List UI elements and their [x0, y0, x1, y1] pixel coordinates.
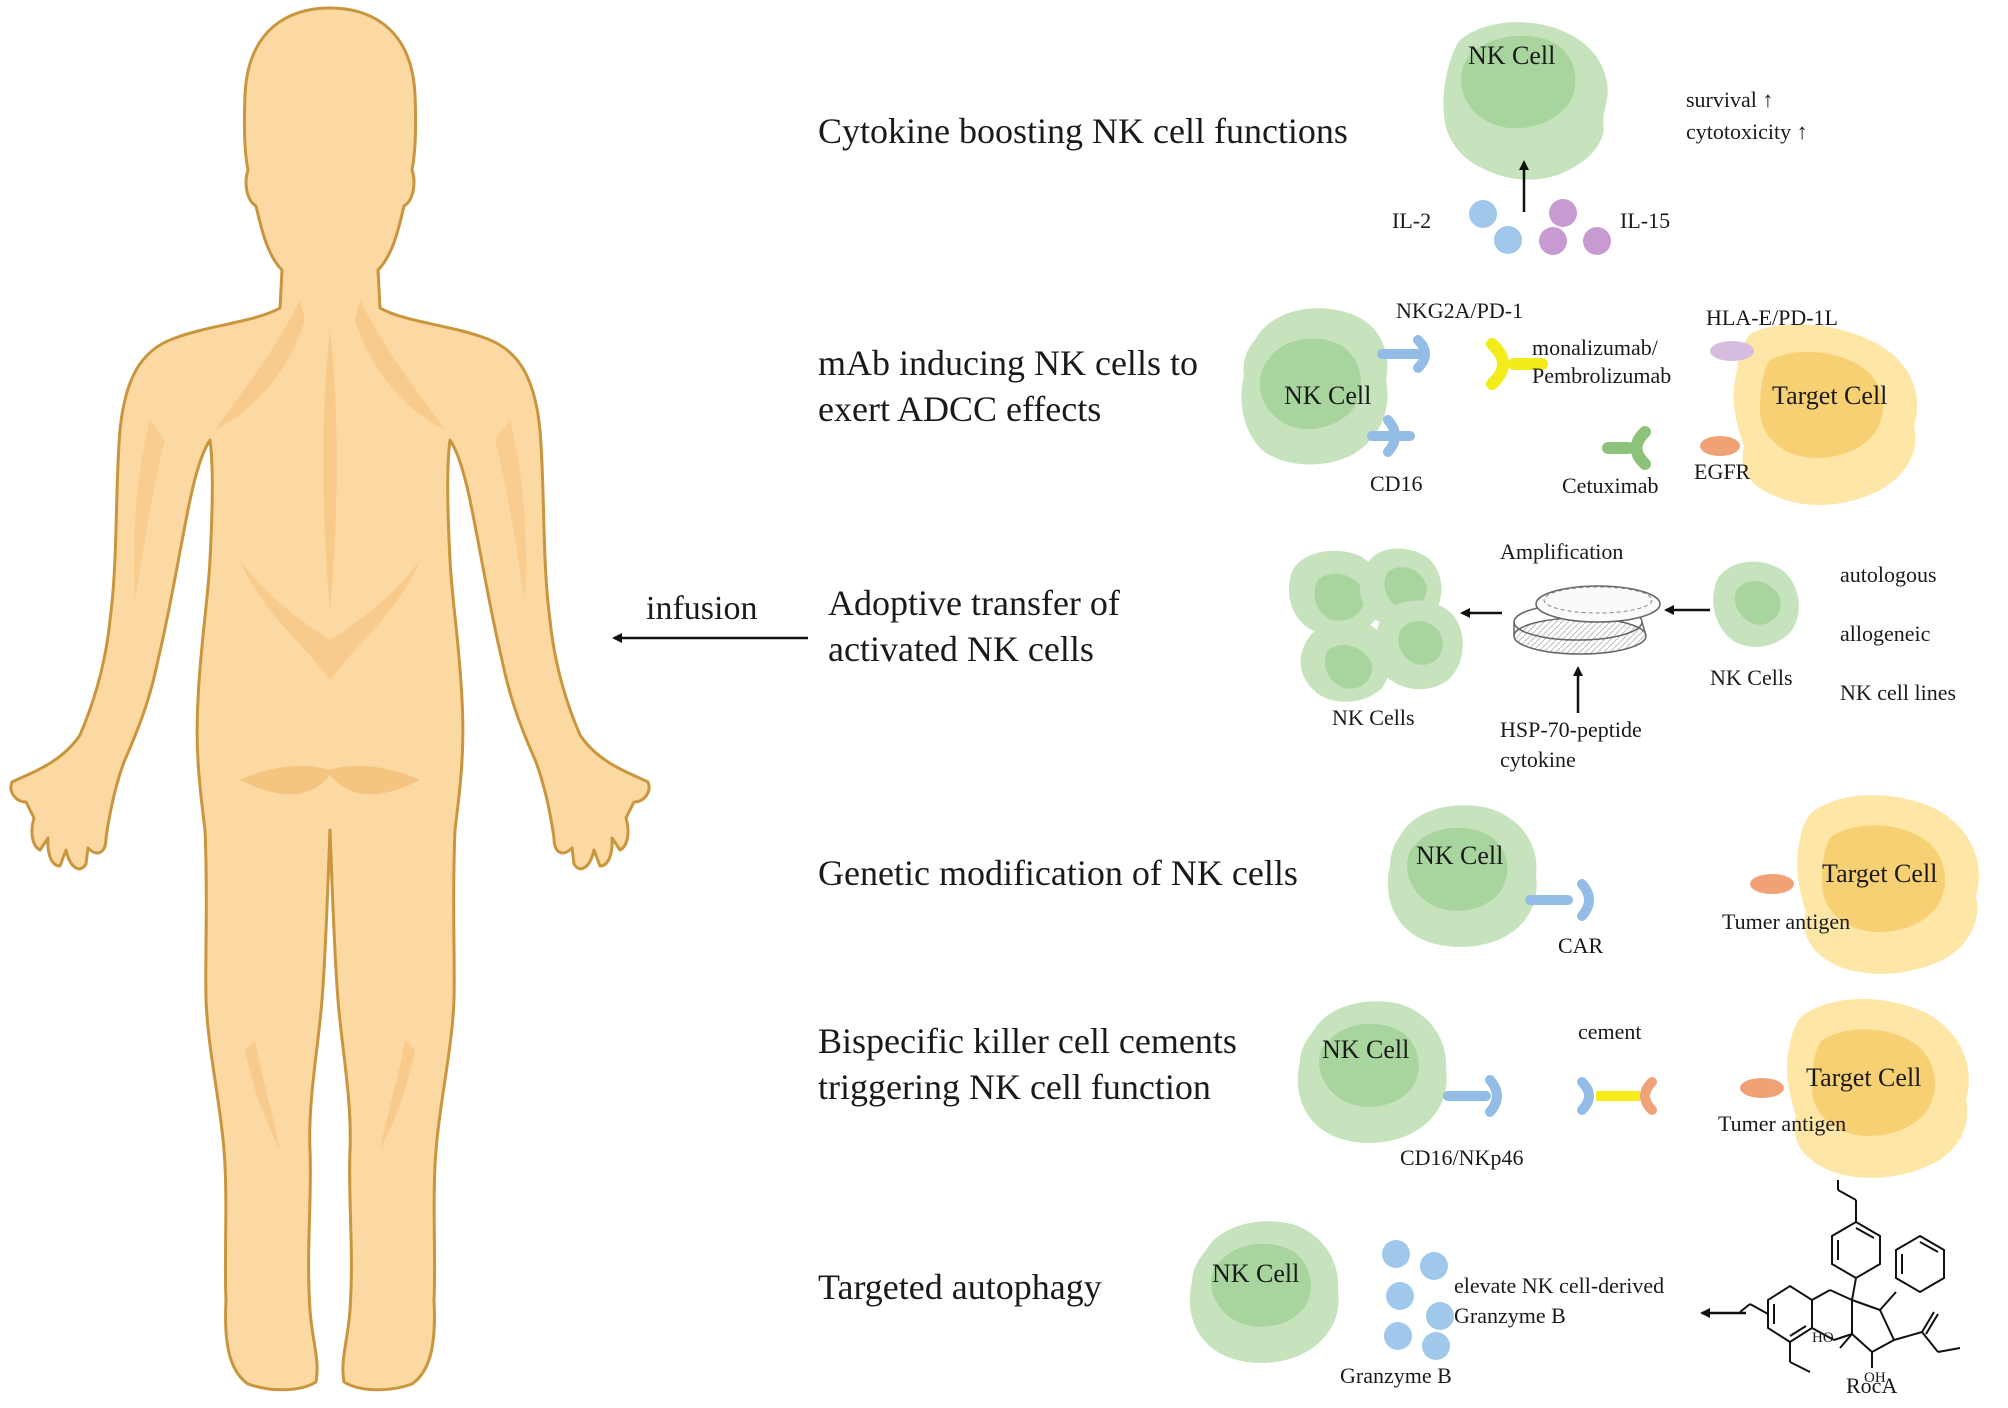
nk-cell-icon — [1443, 22, 1608, 180]
nk-cell-icon — [1297, 1001, 1447, 1143]
infusion-label: infusion — [646, 590, 758, 627]
petri-dish-icon — [1513, 585, 1661, 655]
source-allogeneic: allogeneic — [1840, 621, 1931, 646]
section-title-adoptive-line2: activated NK cells — [828, 629, 1094, 669]
source-nk-cell-lines: NK cell lines — [1840, 680, 1957, 705]
effect-survival: survival ↑ — [1686, 87, 1774, 112]
tumor-antigen-label: Tumer antigen — [1722, 909, 1851, 934]
antibody-icon — [1602, 426, 1651, 470]
nk-cell-icon — [1241, 308, 1388, 465]
granzyme-molecule — [1420, 1252, 1448, 1280]
nk-cell-icon — [1713, 561, 1799, 647]
il15-molecule — [1583, 227, 1611, 255]
amplification-label: Amplification — [1500, 539, 1624, 564]
granzyme-molecule — [1382, 1240, 1410, 1268]
nk-cell-label: NK Cell — [1212, 1259, 1300, 1288]
target-cell-icon — [1733, 324, 1918, 505]
car-label: CAR — [1558, 933, 1604, 958]
target-cell-icon — [1797, 794, 1979, 974]
ligand-hla-e — [1710, 341, 1754, 361]
section-title-adoptive-line1: Adoptive transfer of — [828, 583, 1120, 623]
stimulus-hsp70-label: HSP-70-peptide — [1500, 717, 1642, 742]
tumor-antigen-icon — [1750, 874, 1794, 894]
granzyme-label: Granzyme B — [1340, 1363, 1452, 1388]
receptor-cd16-nkp46-label: CD16/NKp46 — [1400, 1145, 1524, 1170]
car-receptor-icon — [1525, 879, 1594, 921]
roca-label: RocA — [1846, 1373, 1898, 1398]
effect-elevate-label: elevate NK cell-derived — [1454, 1273, 1665, 1298]
antibody-pembrolizumab-label: Pembrolizumab — [1532, 363, 1672, 388]
ligand-hla-e-label: HLA-E/PD-1L — [1706, 305, 1838, 330]
il15-label: IL-15 — [1620, 208, 1671, 233]
section-title-bispecific-line1: Bispecific killer cell cements — [818, 1021, 1237, 1061]
receptor-icon — [1443, 1075, 1502, 1117]
target-cell-label: Target Cell — [1772, 381, 1888, 410]
tumor-antigen-label: Tumer antigen — [1718, 1111, 1847, 1136]
receptor-icon — [1367, 415, 1415, 457]
roca-molecule-icon — [1739, 1180, 1961, 1373]
tumor-antigen-icon — [1740, 1078, 1784, 1098]
il15-molecule — [1539, 227, 1567, 255]
section-title-mab-line1: mAb inducing NK cells to — [818, 343, 1198, 383]
antibody-cetuximab-label: Cetuximab — [1562, 473, 1659, 498]
nk-cell-icon — [1387, 805, 1537, 947]
nk-cell-icon — [1189, 1221, 1339, 1363]
granzyme-molecule — [1426, 1302, 1454, 1330]
section-title-mab-line2: exert ADCC effects — [818, 389, 1102, 429]
section-title-autophagy: Targeted autophagy — [818, 1267, 1102, 1307]
nk-cell-label: NK Cell — [1468, 41, 1556, 70]
target-cell-label: Target Cell — [1822, 859, 1938, 888]
antibody-monalizumab-label: monalizumab/ — [1532, 335, 1658, 360]
granzyme-molecule — [1422, 1332, 1450, 1360]
stimulus-cytokine-label: cytokine — [1500, 747, 1576, 772]
expanded-nk-cells-label: NK Cells — [1332, 705, 1415, 730]
receptor-cd16-label: CD16 — [1370, 471, 1423, 496]
nk-cell-label: NK Cell — [1284, 381, 1372, 410]
antibody-icon — [1486, 338, 1548, 390]
il2-label: IL-2 — [1392, 208, 1432, 233]
receptor-icon — [1377, 335, 1430, 373]
source-autologous: autologous — [1840, 562, 1937, 587]
ligand-egfr — [1700, 436, 1740, 456]
il2-molecule — [1469, 200, 1497, 228]
granzyme-molecule — [1386, 1282, 1414, 1310]
section-title-cytokine: Cytokine boosting NK cell functions — [818, 111, 1348, 151]
effect-granzyme-label: Granzyme B — [1454, 1303, 1566, 1328]
section-title-genetic: Genetic modification of NK cells — [818, 853, 1298, 893]
nk-cell-label: NK Cell — [1416, 841, 1504, 870]
nk-cell-cluster — [1288, 548, 1463, 702]
il2-molecule — [1494, 226, 1522, 254]
atom-label-ho: HO — [1812, 1330, 1834, 1346]
source-nk-cells-label: NK Cells — [1710, 665, 1793, 690]
il15-molecule — [1549, 199, 1577, 227]
granzyme-molecule — [1384, 1322, 1412, 1350]
nk-cell-label: NK Cell — [1322, 1035, 1410, 1064]
ligand-egfr-label: EGFR — [1694, 459, 1751, 484]
atom-label-oh: OH — [1864, 1370, 1886, 1386]
target-cell-label: Target Cell — [1806, 1063, 1922, 1092]
bispecific-cement-icon — [1577, 1077, 1657, 1115]
effect-cytotoxicity: cytotoxicity ↑ — [1686, 119, 1808, 144]
target-cell-icon — [1787, 998, 1969, 1178]
receptor-nkg2a-label: NKG2A/PD-1 — [1396, 298, 1524, 323]
section-title-bispecific-line2: triggering NK cell function — [818, 1067, 1211, 1107]
cement-label: cement — [1578, 1019, 1642, 1044]
human-body-icon — [9, 6, 651, 1392]
